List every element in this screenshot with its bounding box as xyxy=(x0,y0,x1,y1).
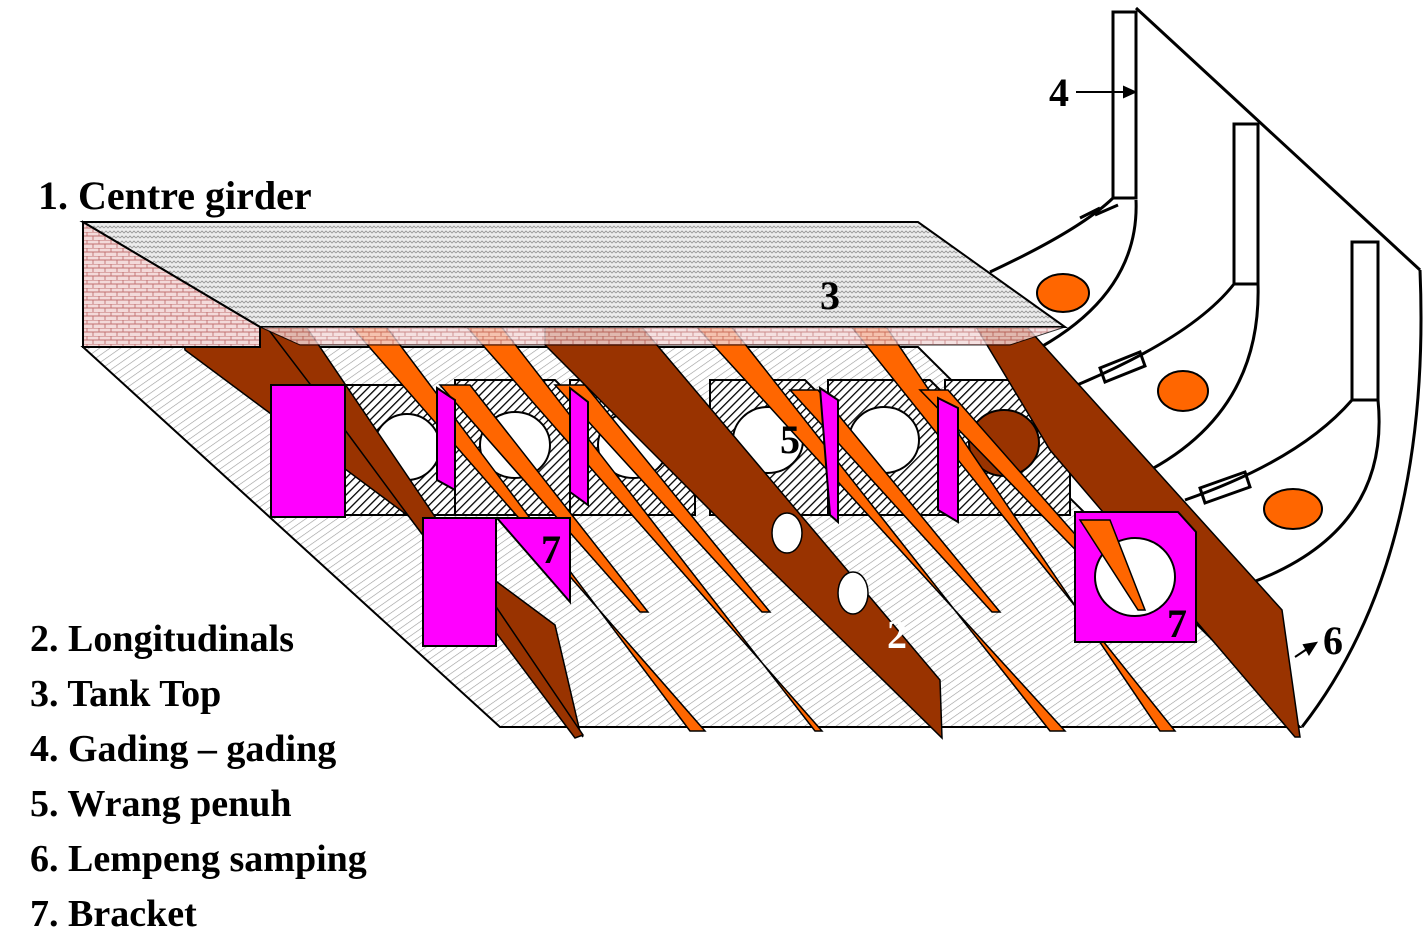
legend-item-lempeng-samping: 6. Lempeng samping xyxy=(30,838,367,880)
frame-3 xyxy=(1350,240,1380,402)
callout-arrows xyxy=(1076,85,1319,658)
legend-item-bracket: 7. Bracket xyxy=(30,893,197,935)
frame-2 xyxy=(1232,122,1260,286)
centre-girder-plate xyxy=(82,220,261,348)
legend-item-tank-top: 3. Tank Top xyxy=(30,673,222,715)
callout-7-left: 7 xyxy=(541,527,561,572)
side-frames xyxy=(989,6,1423,728)
legend-item-longitudinals: 2. Longitudinals xyxy=(30,618,294,660)
brackets xyxy=(270,384,1197,647)
frame-1 xyxy=(1111,10,1138,200)
callout-4: 4 xyxy=(1049,70,1069,115)
legend-list: 2. Longitudinals 3. Tank Top 4. Gading –… xyxy=(30,612,367,942)
callout-7-right: 7 xyxy=(1167,601,1187,646)
legend-item-wrang-penuh: 5. Wrang penuh xyxy=(30,783,292,825)
callout-2: 2 xyxy=(887,612,907,657)
centre-girder-title: 1. Centre girder xyxy=(38,173,312,218)
lightening-holes xyxy=(1036,273,1323,530)
side-shell-edge xyxy=(1134,6,1422,272)
callout-5: 5 xyxy=(780,417,800,462)
callout-6: 6 xyxy=(1323,618,1343,663)
callout-3: 3 xyxy=(820,273,840,318)
legend-item-gading: 4. Gading – gading xyxy=(30,728,337,770)
